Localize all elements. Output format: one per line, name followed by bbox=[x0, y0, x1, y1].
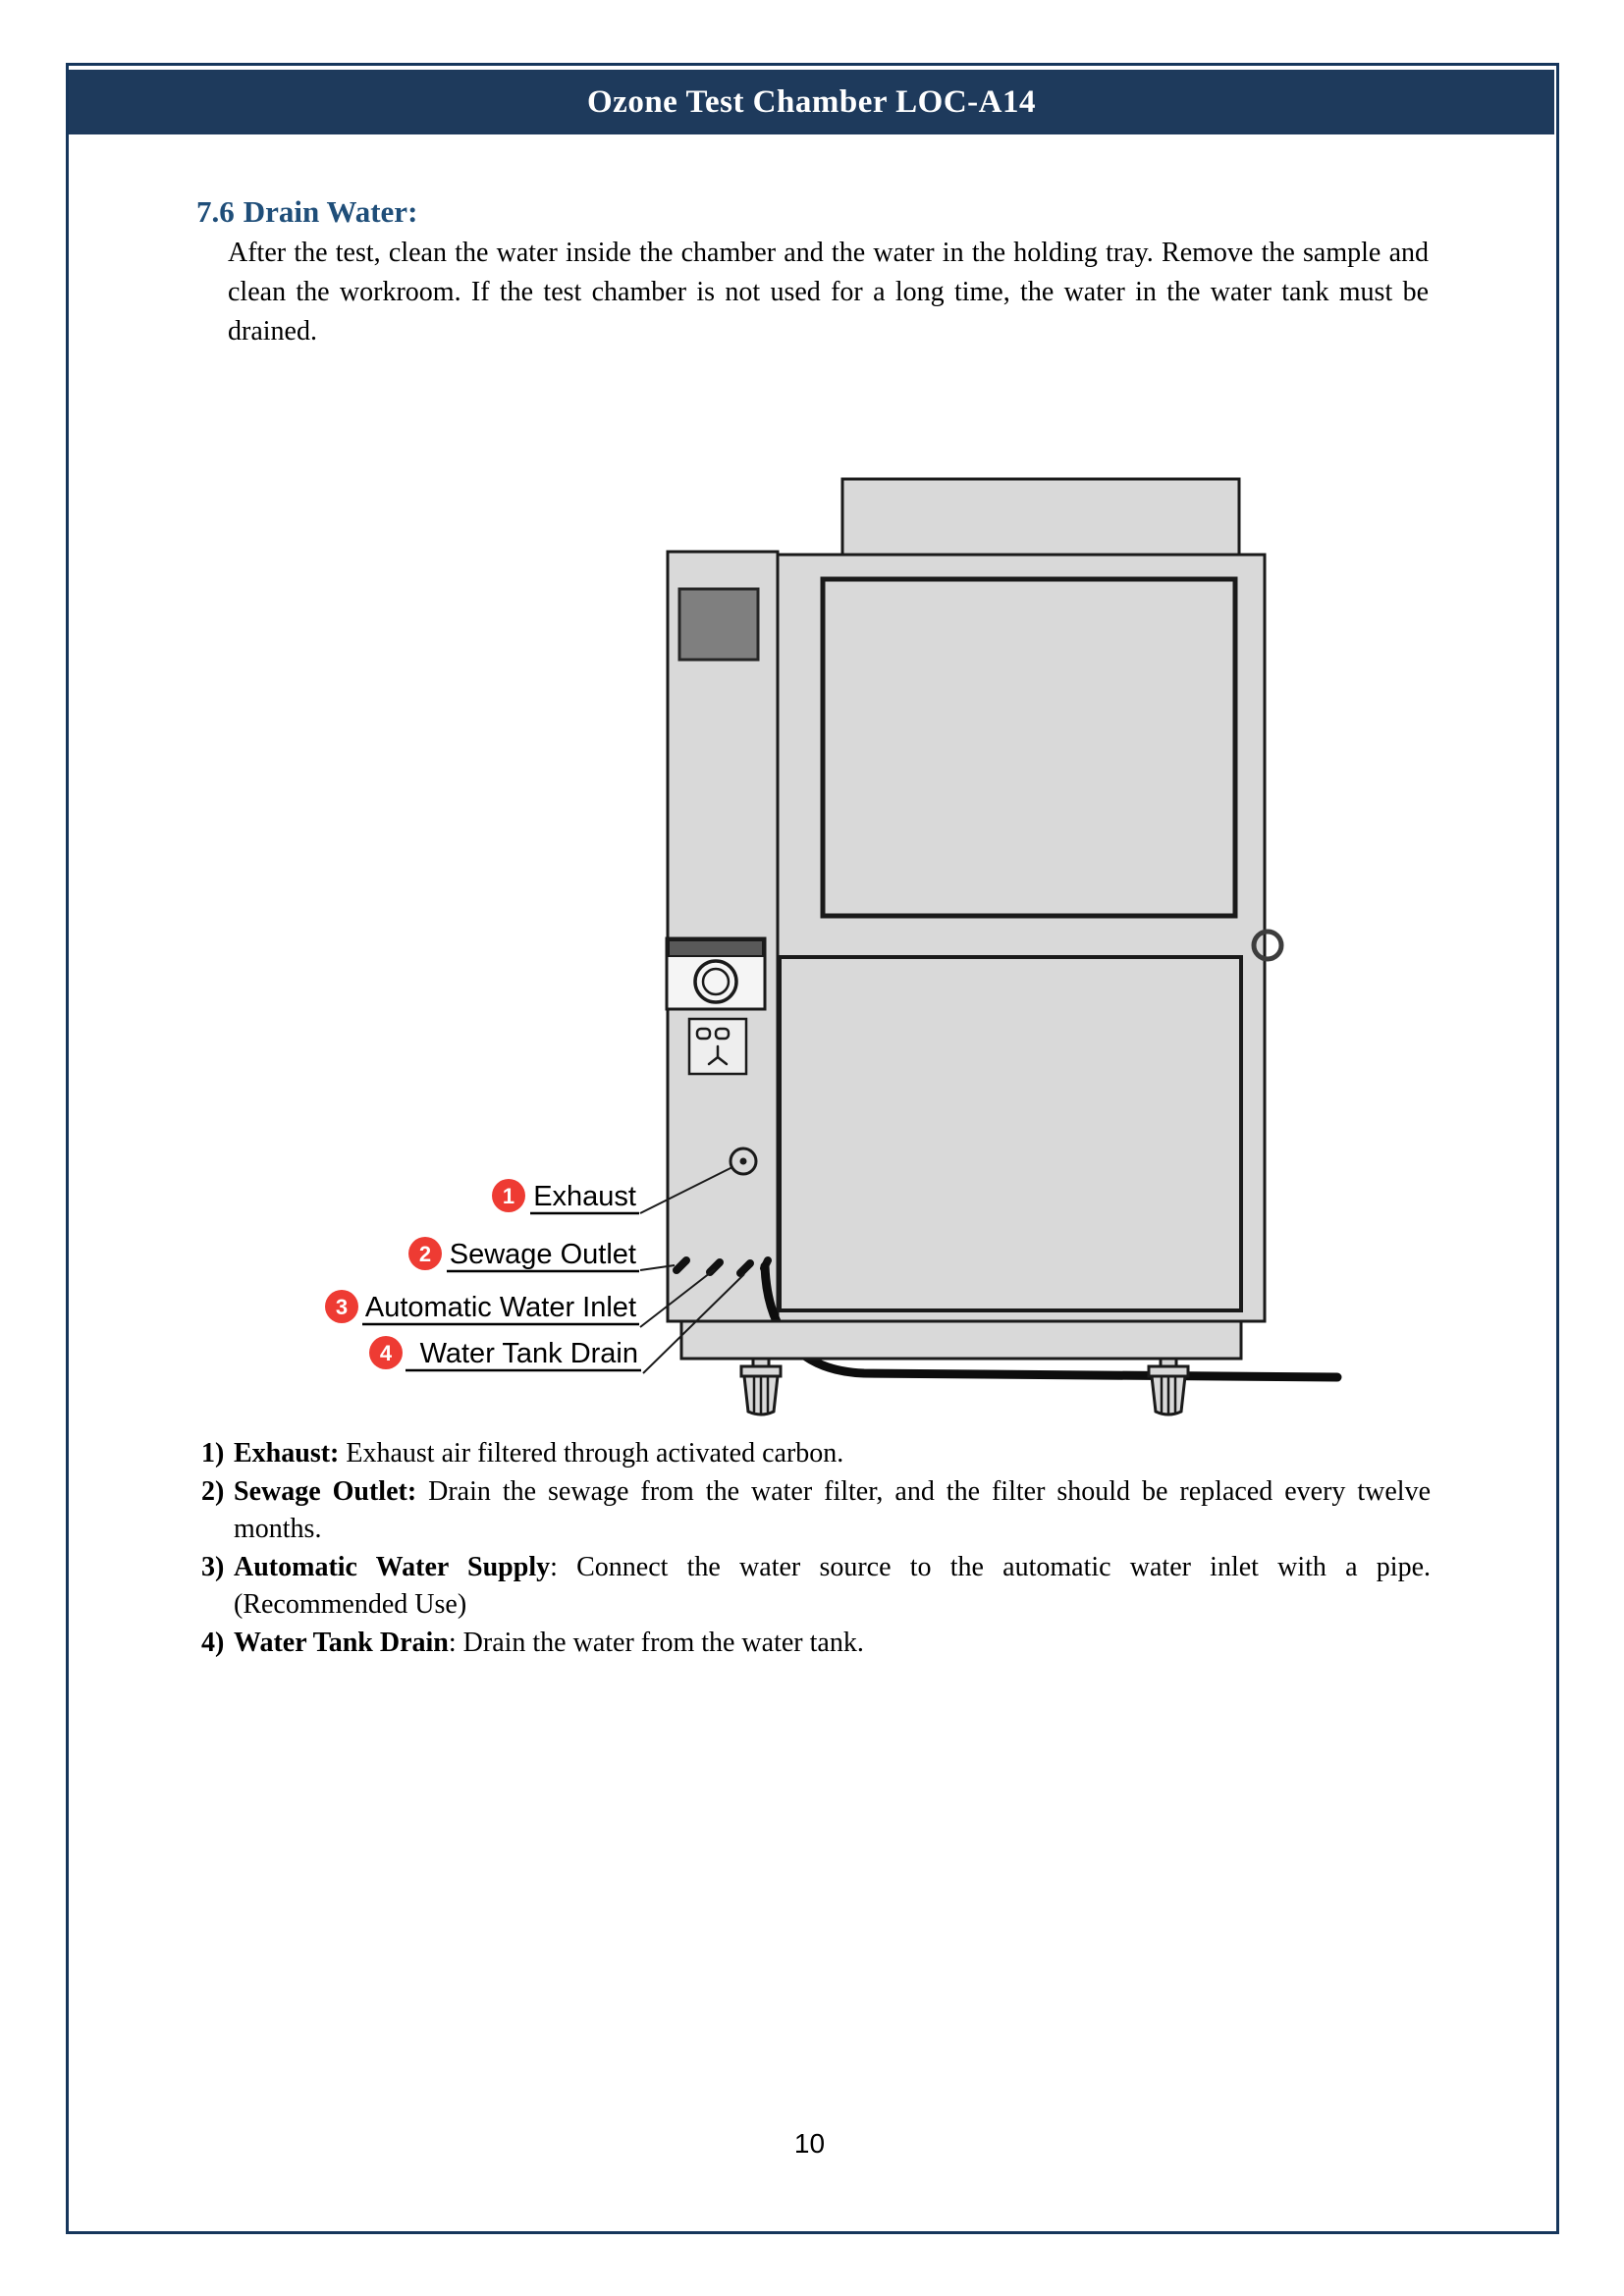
section-number: 7.6 bbox=[196, 194, 235, 229]
list-item: 4) Water Tank Drain: Drain the water fro… bbox=[201, 1625, 1431, 1663]
exhaust-port bbox=[729, 1147, 758, 1176]
parts-description-list: 1) Exhaust: Exhaust air filtered through… bbox=[201, 1435, 1431, 1662]
list-item-text: : Connect the water source to the automa… bbox=[234, 1551, 1431, 1621]
callout-4-label: Water Tank Drain bbox=[420, 1338, 638, 1369]
callout-3-label: Automatic Water Inlet bbox=[365, 1292, 636, 1323]
chamber-diagram: 1 Exhaust 2 Sewage Outlet 3 Automatic Wa… bbox=[325, 477, 1342, 1416]
leader-auto-water-inlet bbox=[639, 1268, 716, 1328]
leader-sewage-outlet bbox=[639, 1264, 676, 1271]
door-window bbox=[820, 576, 1238, 919]
control-column bbox=[666, 550, 780, 1323]
list-item-number: 1) bbox=[201, 1438, 225, 1468]
callout-1-number: 1 bbox=[503, 1184, 514, 1208]
header-bar: Ozone Test Chamber LOC-A14 bbox=[69, 70, 1554, 134]
top-vent-box bbox=[840, 477, 1241, 560]
power-knob-inner bbox=[701, 967, 731, 996]
list-item-term: Sewage Outlet: bbox=[234, 1475, 417, 1507]
callout-3-number: 3 bbox=[336, 1295, 348, 1319]
caster-foot-left bbox=[739, 1357, 783, 1416]
page-title: Ozone Test Chamber LOC-A14 bbox=[587, 83, 1036, 120]
sewage-outlet-nozzle bbox=[673, 1256, 690, 1274]
door-handle-ring bbox=[1251, 929, 1284, 962]
list-item-text: Exhaust air filtered through activated c… bbox=[339, 1438, 844, 1468]
knob-box-strip bbox=[668, 939, 764, 957]
socket-slot-left bbox=[695, 1027, 712, 1041]
page-number: 10 bbox=[793, 2128, 826, 2159]
section-title: Drain Water: bbox=[243, 194, 418, 229]
callout-4-number: 4 bbox=[380, 1341, 393, 1365]
base-plinth bbox=[679, 1319, 1243, 1361]
list-item-term: Automatic Water Supply bbox=[234, 1551, 551, 1582]
power-knob-icon bbox=[693, 959, 738, 1004]
callout-3-badge bbox=[325, 1290, 358, 1323]
water-tank-drain-nozzle bbox=[736, 1259, 754, 1277]
exhaust-port-dot bbox=[739, 1157, 747, 1165]
callout-2-number: 2 bbox=[419, 1242, 431, 1266]
callout-4-badge bbox=[369, 1336, 403, 1369]
list-item-term: Water Tank Drain bbox=[234, 1627, 449, 1658]
leader-exhaust bbox=[639, 1166, 733, 1214]
callout-1-label: Exhaust bbox=[533, 1181, 636, 1212]
lower-front-panel bbox=[778, 955, 1243, 1312]
list-item-number: 4) bbox=[201, 1627, 225, 1658]
controller-screen bbox=[677, 587, 760, 662]
page-border bbox=[66, 63, 1559, 2234]
list-item: 2) Sewage Outlet: Drain the sewage from … bbox=[201, 1473, 1431, 1549]
socket-prong-icon bbox=[707, 1044, 729, 1066]
leader-water-tank-drain bbox=[642, 1273, 745, 1374]
socket-slot-right bbox=[714, 1027, 731, 1041]
callout-2-badge bbox=[408, 1237, 442, 1270]
caster-foot-right bbox=[1147, 1357, 1190, 1416]
list-item-number: 3) bbox=[201, 1551, 225, 1582]
list-item: 1) Exhaust: Exhaust air filtered through… bbox=[201, 1435, 1431, 1473]
list-item-text: : Drain the water from the water tank. bbox=[448, 1627, 864, 1658]
callout-1-badge bbox=[492, 1179, 525, 1212]
list-item: 3) Automatic Water Supply: Connect the w… bbox=[201, 1549, 1431, 1625]
list-item-text: Drain the sewage from the water filter, … bbox=[234, 1475, 1431, 1545]
list-item-term: Exhaust: bbox=[234, 1438, 340, 1468]
callout-2-label: Sewage Outlet bbox=[450, 1239, 636, 1270]
list-item-number: 2) bbox=[201, 1475, 225, 1507]
intro-paragraph: After the test, clean the water inside t… bbox=[228, 238, 1429, 347]
